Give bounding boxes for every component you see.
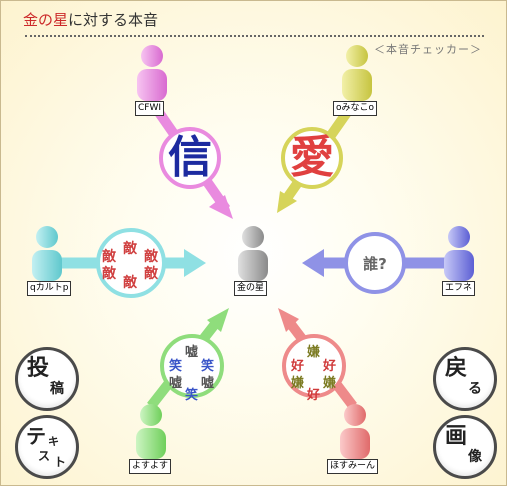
page-title: 金の星に対する本音: [23, 9, 158, 30]
enemy-char: 敵: [102, 266, 116, 282]
badge-who-text: 誰?: [363, 255, 387, 273]
person-right: [444, 226, 474, 281]
text-button-char: ス: [38, 449, 51, 463]
text-button[interactable]: テ キ ス ト: [15, 415, 79, 479]
back-button-char: る: [468, 381, 482, 397]
enemy-char: 敵: [102, 249, 116, 265]
user-label-left[interactable]: qカルトp: [27, 281, 72, 296]
enemy-char: 敵: [144, 249, 158, 265]
person-top-left: [137, 45, 167, 101]
user-label-bottom-left[interactable]: よすよす: [129, 459, 172, 474]
badge-laugh-lie: [160, 334, 224, 398]
post-button-char: 投: [27, 356, 50, 381]
enemy-char: 敵: [123, 275, 137, 291]
badge-love: [281, 127, 343, 189]
back-button-char: 戻: [445, 356, 468, 381]
user-label-top-right[interactable]: oみなこo: [333, 101, 378, 116]
like-dislike-char: 嫌: [307, 345, 321, 360]
badge-trust: [159, 127, 221, 189]
user-label-bottom-right[interactable]: ほすみーん: [327, 459, 379, 474]
person-left: [32, 226, 62, 281]
like-dislike-char: 嫌: [323, 376, 337, 391]
person-center: [238, 226, 268, 281]
image-button-char: 画: [445, 424, 468, 449]
enemy-char: 敵: [123, 241, 137, 257]
image-button[interactable]: 画 像: [433, 415, 497, 479]
person-bottom-left: [136, 404, 166, 459]
image-button-char: 像: [468, 449, 482, 465]
user-label-right[interactable]: エフネ: [442, 281, 476, 296]
person-bottom-right: [340, 404, 370, 459]
user-label-center[interactable]: 金の星: [234, 281, 268, 296]
laugh-lie-char: 嘘: [169, 376, 183, 391]
text-button-char: テ: [26, 424, 46, 448]
badge-enemy: [96, 228, 166, 298]
like-dislike-char: 好: [291, 359, 305, 374]
like-dislike-char: 好: [307, 388, 321, 403]
badge-trust-text: 信: [168, 132, 212, 183]
person-top-right: [342, 45, 372, 101]
title-divider: [25, 35, 484, 37]
like-dislike-char: 嫌: [291, 376, 305, 391]
laugh-lie-char: 嘘: [201, 376, 215, 391]
post-button-char: 稿: [50, 381, 64, 397]
title-suffix: に対する本音: [68, 11, 159, 29]
page-subtitle: ＜本音チェッカー＞: [374, 43, 482, 56]
laugh-lie-char: 笑: [185, 388, 199, 403]
title-username: 金の星: [23, 11, 69, 29]
badge-who: [344, 232, 406, 294]
user-label-top-left[interactable]: CFWI: [135, 101, 165, 116]
badge-like-dislike: [282, 334, 346, 398]
laugh-lie-char: 嘘: [185, 345, 199, 360]
text-button-char: キ: [48, 435, 59, 448]
text-button-char: ト: [54, 455, 67, 469]
post-button[interactable]: 投 稿: [15, 347, 79, 411]
badge-love-text: 愛: [290, 132, 334, 183]
enemy-char: 敵: [144, 266, 158, 282]
like-dislike-char: 好: [323, 359, 337, 374]
laugh-lie-char: 笑: [201, 359, 215, 374]
back-button[interactable]: 戻 る: [433, 347, 497, 411]
laugh-lie-char: 笑: [169, 359, 183, 374]
